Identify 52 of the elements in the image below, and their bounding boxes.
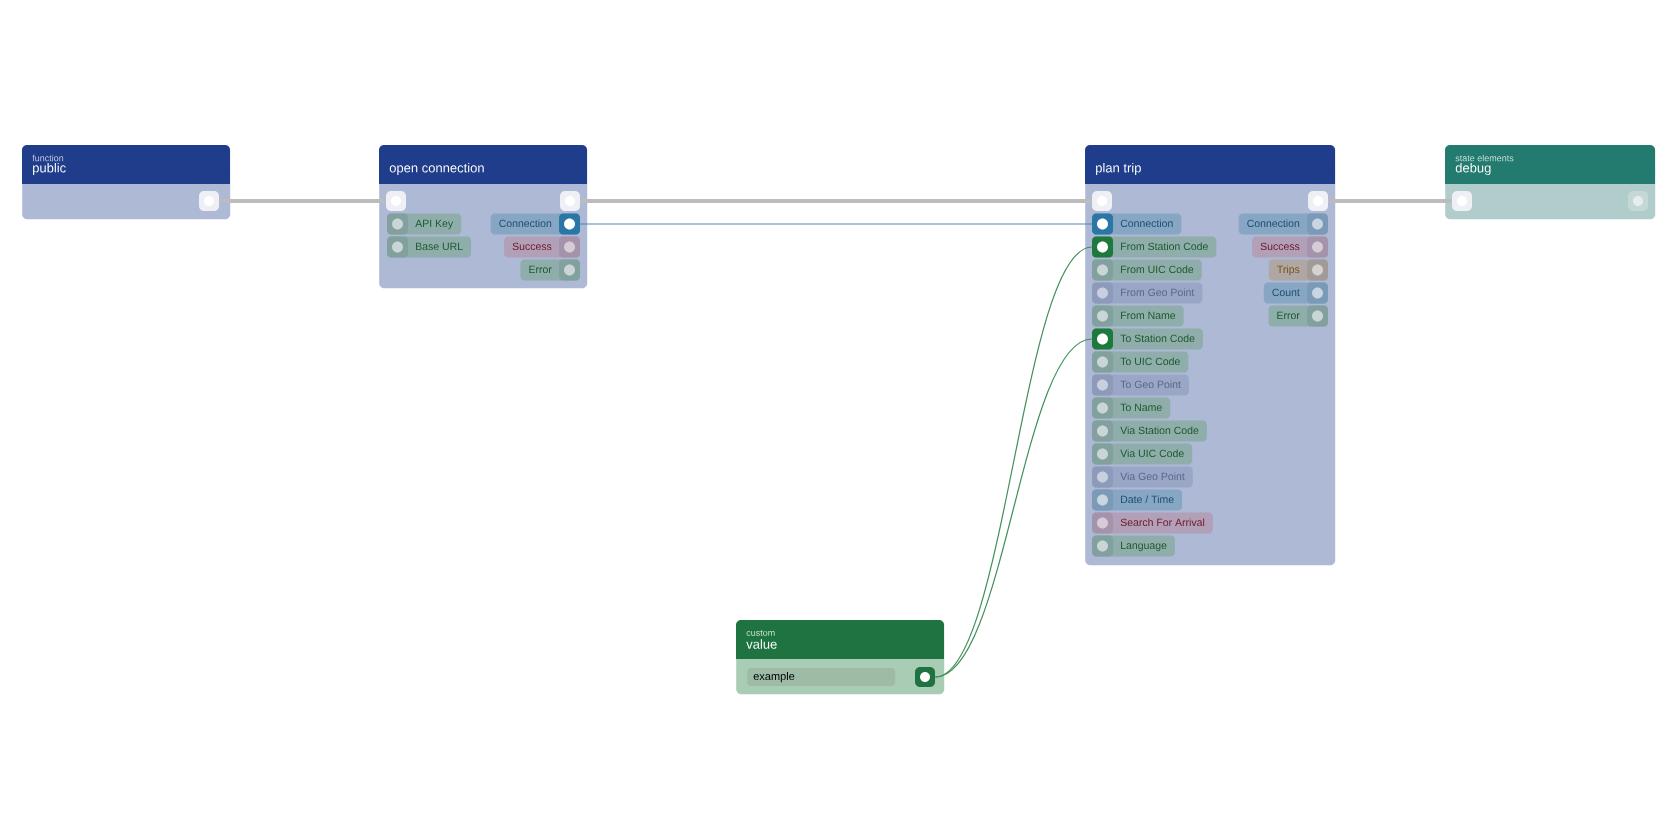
node-category: state elements	[1455, 154, 1514, 162]
node-label: To UIC Code	[1120, 357, 1180, 366]
port-handle	[199, 191, 219, 211]
node-label: To Station Code	[1120, 334, 1195, 343]
port-pill: Via UIC Code	[1092, 443, 1193, 465]
connector-line	[219, 199, 386, 203]
port-pill: API Key	[387, 213, 462, 235]
node-label: To Name	[1120, 403, 1162, 412]
node-title: public	[33, 162, 66, 176]
port-pill: Connection	[1092, 213, 1182, 235]
node-title: debug	[1455, 162, 1491, 176]
port-pill: Via Geo Point	[1092, 466, 1193, 488]
port-pill: To Name	[1092, 397, 1171, 419]
node-label: From UIC Code	[1121, 265, 1194, 274]
port-handle	[560, 191, 580, 211]
node-label: API Key	[415, 219, 454, 230]
port-pill: To Geo Point	[1092, 374, 1189, 396]
node-label: Via UIC Code	[1120, 449, 1184, 458]
node-title: plan trip	[1096, 162, 1141, 176]
node-label: Base URL	[416, 242, 463, 251]
port-pill: To UIC Code	[1092, 351, 1189, 373]
port-handle	[915, 667, 935, 687]
connector-line	[1328, 199, 1452, 203]
port-pill: To Station Code	[1092, 328, 1203, 350]
port-pill: Search For Arrival	[1092, 512, 1213, 534]
port-handle	[1092, 191, 1112, 211]
port-handle	[1452, 191, 1472, 211]
port-pill: From UIC Code	[1092, 259, 1202, 281]
port-pill: Via Station Code	[1092, 420, 1207, 442]
port-pill: Success	[504, 236, 580, 258]
node-category: function	[32, 154, 64, 162]
port-pill: Language	[1092, 535, 1175, 557]
connection-wire	[579, 223, 1093, 225]
connection-wire	[934, 246, 1093, 678]
value-field: example	[747, 668, 896, 686]
node-category: custom	[746, 630, 775, 636]
node-title: value	[746, 639, 777, 649]
node-label: From Name	[1121, 311, 1176, 320]
port-handle	[386, 191, 406, 211]
connector-line	[580, 199, 1092, 203]
node-label: From Station Code	[1121, 242, 1208, 251]
node-title: open connection	[389, 162, 484, 176]
port-pill: Success	[1252, 236, 1328, 258]
port-pill: From Geo Point	[1092, 282, 1203, 304]
node-label: Via Station Code	[1120, 426, 1199, 435]
connection-wire	[934, 338, 1093, 678]
port-handle	[1308, 191, 1328, 211]
port-pill: Base URL	[387, 236, 472, 258]
port-handle	[1628, 191, 1648, 211]
port-pill: Date / Time	[1092, 489, 1183, 511]
port-pill: From Station Code	[1092, 236, 1217, 258]
port-pill: From Name	[1092, 305, 1184, 327]
